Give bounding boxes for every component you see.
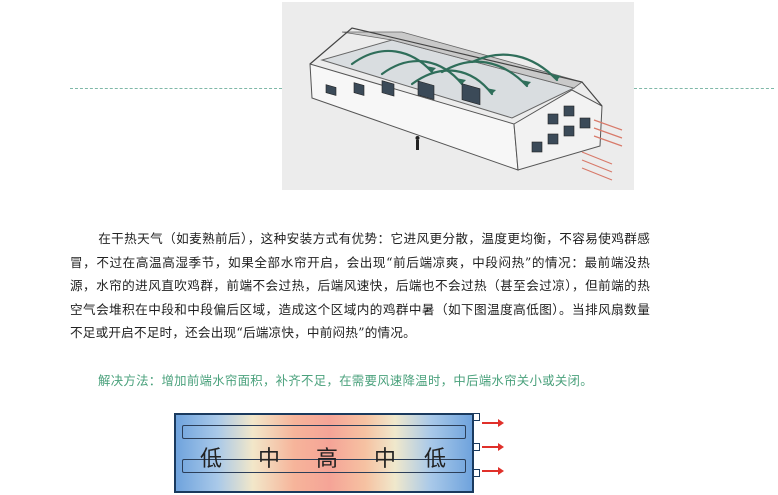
temperature-labels: 低 中 高 中 低: [192, 441, 446, 472]
exhaust-arrow-icon: [482, 419, 504, 427]
paragraph-text: 在干热天气（如麦熟前后），这种安装方式有优势：它进风更分散，温度更均衡，不容易使…: [70, 231, 650, 340]
poultry-house-illustration: [282, 2, 634, 190]
fan-mount-icon: [474, 469, 480, 477]
temp-label: 低: [424, 447, 447, 472]
fan-mount-icon: [474, 413, 480, 421]
temp-label: 低: [200, 447, 223, 472]
temp-label: 中: [258, 447, 281, 472]
temperature-diagram: 低 中 高 中 低: [164, 405, 504, 495]
house-plan: [174, 413, 474, 493]
temp-label: 高: [316, 447, 339, 472]
cage-row: [182, 459, 466, 473]
temp-label: 中: [374, 447, 397, 472]
body-paragraph: 在干热天气（如麦熟前后），这种安装方式有优势：它进风更分散，温度更均衡，不容易使…: [70, 227, 650, 345]
exhaust-arrow-icon: [482, 467, 504, 475]
solution-text: 解决方法：增加前端水帘面积，补齐不足，在需要风速降温时，中后端水帘关小或关闭。: [98, 373, 593, 388]
exhaust-arrow-icon: [482, 443, 504, 451]
cage-row: [182, 425, 466, 439]
fan-mount-icon: [474, 443, 480, 451]
divider-right: [634, 88, 774, 89]
divider-left: [70, 88, 282, 89]
